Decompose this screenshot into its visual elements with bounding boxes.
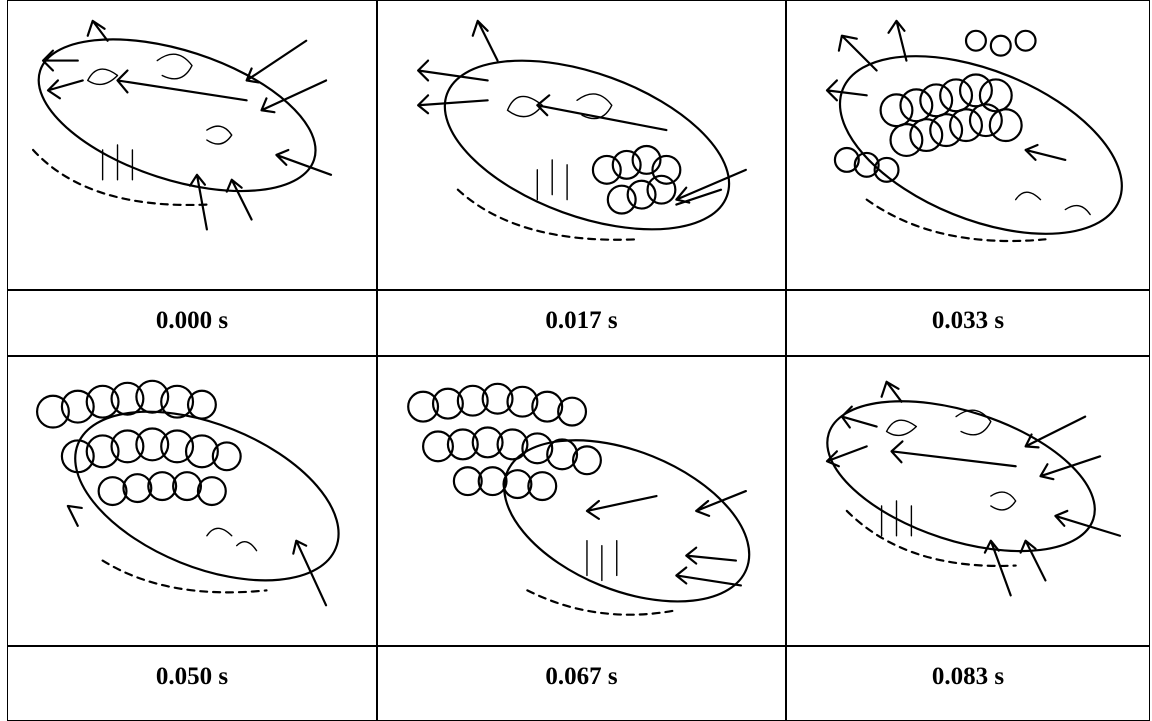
flow-arrow-icon xyxy=(827,446,867,466)
time-label-text: 0.000 s xyxy=(156,307,228,335)
flow-arrow-icon xyxy=(88,21,108,41)
flow-arrow-icon xyxy=(190,175,207,230)
flow-arrow-icon xyxy=(882,382,902,402)
flow-arrow-icon xyxy=(587,496,657,519)
vortex-sketch-3 xyxy=(787,1,1149,289)
vortex-coil-icon xyxy=(593,146,680,214)
flow-arrow-icon xyxy=(839,36,877,71)
vortex-sketch-1 xyxy=(8,1,376,289)
vortex-sketch-4 xyxy=(8,357,376,645)
flow-arrow-icon xyxy=(842,407,877,428)
time-label-6: 0.083 s xyxy=(786,646,1150,721)
panel-image-1 xyxy=(7,0,377,290)
time-label-4: 0.050 s xyxy=(7,646,377,721)
flow-arrow-icon xyxy=(1055,511,1120,536)
flow-arrow-icon xyxy=(247,41,307,83)
flow-arrow-icon xyxy=(686,548,736,564)
flow-arrow-icon xyxy=(676,568,741,586)
time-label-5: 0.067 s xyxy=(377,646,786,721)
flow-arrow-icon xyxy=(118,71,247,101)
vortex-sketch-2 xyxy=(378,1,785,289)
flow-arrow-icon xyxy=(68,506,82,526)
vortex-coil-icon xyxy=(37,381,241,505)
flow-arrow-icon xyxy=(418,61,488,81)
panel-image-6 xyxy=(786,356,1150,646)
time-label-2: 0.017 s xyxy=(377,290,786,356)
flow-arrow-icon xyxy=(1021,541,1046,581)
vortex-sketch-6 xyxy=(787,357,1149,645)
flow-arrow-icon xyxy=(1026,417,1086,448)
panel-image-3 xyxy=(786,0,1150,290)
flow-arrow-icon xyxy=(227,180,252,220)
time-label-text: 0.067 s xyxy=(545,663,617,691)
ellipse-body xyxy=(20,9,334,221)
flow-arrow-icon xyxy=(1026,145,1066,160)
panel-image-5 xyxy=(377,356,786,646)
ellipse-body xyxy=(423,27,752,263)
time-label-text: 0.017 s xyxy=(545,307,617,335)
flow-arrow-icon xyxy=(537,95,666,130)
time-label-text: 0.050 s xyxy=(156,663,228,691)
vortex-sketch-5 xyxy=(378,357,785,645)
time-label-3: 0.033 s xyxy=(786,290,1150,356)
vortex-coil-icon xyxy=(408,384,601,500)
flow-arrow-icon xyxy=(696,491,746,516)
time-label-1: 0.000 s xyxy=(7,290,377,356)
time-label-text: 0.083 s xyxy=(932,663,1004,691)
flow-arrow-icon xyxy=(418,95,488,113)
flow-arrow-icon xyxy=(43,51,78,71)
vortex-coil-icon xyxy=(835,31,1036,182)
ellipse-body xyxy=(51,378,362,615)
flow-arrow-icon xyxy=(276,150,331,175)
flow-arrow-icon xyxy=(473,21,498,61)
flow-arrow-icon xyxy=(48,80,83,98)
ellipse-body xyxy=(809,372,1113,581)
flow-arrow-icon xyxy=(892,441,1016,466)
flow-arrow-icon xyxy=(889,21,907,61)
flow-arrow-icon xyxy=(1040,456,1100,479)
panel-image-4 xyxy=(7,356,377,646)
panel-image-2 xyxy=(377,0,786,290)
flow-arrow-icon xyxy=(676,170,746,203)
time-label-text: 0.033 s xyxy=(932,307,1004,335)
